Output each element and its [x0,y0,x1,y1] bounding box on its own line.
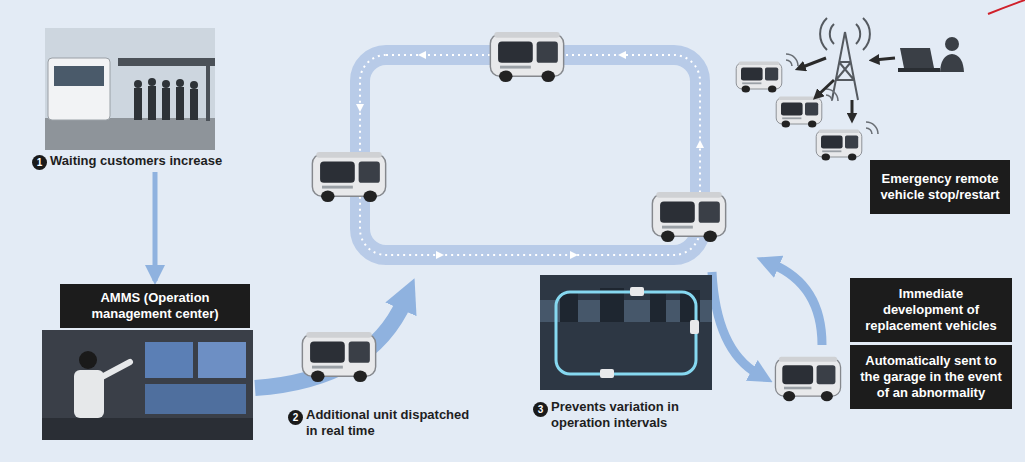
operator-at-laptop [898,37,964,72]
photo-screen [198,342,246,378]
photo-caption-node: Waiting customers increase [30,28,265,169]
black-label-box: AMMS (Operation management center) [60,284,250,328]
photo-ground [45,118,215,150]
monitor-vehicle [600,369,614,378]
monitor-vehicle [690,320,699,334]
caption-text: Prevents variation in operation interval… [551,399,713,431]
callout-number: 1 [32,155,47,170]
vehicle [776,96,822,127]
photo-sky [45,28,215,150]
black-label-box: Emergency remote vehicle stop/restart [870,160,1010,214]
node-text: Waiting customers increase [50,153,265,169]
caption-text: Additional unit dispatched in real time [306,407,481,439]
flow-arrow [153,172,158,281]
black-label-box: Immediate development of replacement veh… [850,278,1012,342]
dispatch-arrow [255,300,405,388]
vehicle [652,192,725,242]
vehicle-signal-waves [786,54,878,134]
interval-monitor-image [540,275,712,390]
vehicle [312,152,385,202]
photo-bus-window [54,66,104,86]
route-dotted-line [360,55,700,255]
bus-stop-photo [45,28,215,150]
black-label-box: Automatically sent to the garage in the … [850,345,1012,409]
node-text: Immediate development of replacement veh… [858,286,1004,334]
photo-screen [145,384,246,414]
monitor-route-ring [556,292,696,374]
garage-arrow [712,272,758,374]
vehicle [490,32,563,82]
callout-number: 2 [288,410,303,425]
monitor-vehicle [630,287,644,296]
photo-screen [145,342,193,378]
node-text: Automatically sent to the garage in the … [858,353,1004,401]
photo-room [42,330,253,440]
photo-person-head [79,351,97,369]
callout-number: 3 [533,402,548,417]
route-band [360,55,700,255]
vehicle [302,332,375,382]
signal-arrows [800,58,895,118]
replacement-arrow [772,264,822,345]
photo-people [134,78,198,120]
node-text: AMMS (Operation management center) [68,290,242,322]
node-text: Emergency remote vehicle stop/restart [878,171,1002,203]
corner-accent [988,0,1025,14]
control-room-photo [42,330,253,440]
vehicle [775,357,840,402]
photo-bus [48,58,110,120]
photo-desk [42,418,253,440]
photo-person-arm [100,362,130,378]
vehicle [816,129,862,160]
photo-shelter-roof [118,58,215,66]
photo-shelter-post [206,66,210,121]
vehicle [736,61,782,92]
monitor-ground [540,275,712,390]
